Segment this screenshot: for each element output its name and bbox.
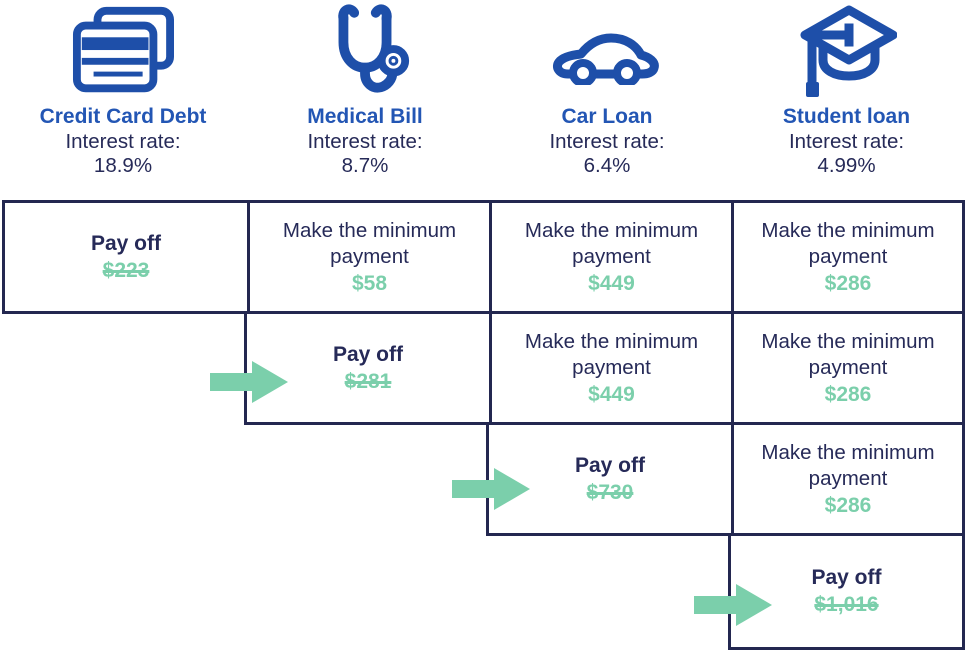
cell-action: Pay off <box>574 453 645 477</box>
cell-action: Make the minimum payment <box>524 218 699 268</box>
table-row-step-3: Pay off $730 Make the minimum payment $2… <box>486 422 965 536</box>
cell-action: Pay off <box>332 342 403 366</box>
interest-rate-value: 18.9% <box>93 154 153 177</box>
arrow-right-icon <box>452 468 530 510</box>
cell-payoff-medical-bill: Pay off $281 <box>247 314 489 422</box>
column-title: Medical Bill <box>307 105 423 128</box>
interest-rate-label: Interest rate: <box>788 130 905 153</box>
column-header-car-loan: Car Loan Interest rate: 6.4% <box>486 0 728 198</box>
cell-minimum-student-loan: Make the minimum payment $286 <box>731 425 962 533</box>
cell-action: Make the minimum payment <box>761 440 935 490</box>
cell-payoff-credit-card: Pay off $223 <box>5 203 247 311</box>
cell-amount: $730 <box>586 480 634 504</box>
cell-amount: $286 <box>824 271 872 295</box>
cell-minimum-student-loan: Make the minimum payment $286 <box>731 203 962 311</box>
table-row-step-4: Pay off $1,016 <box>728 533 965 650</box>
interest-rate-value: 6.4% <box>583 154 631 177</box>
table-row-step-2: Pay off $281 Make the minimum payment $4… <box>244 311 965 425</box>
cell-action: Pay off <box>811 566 882 589</box>
column-title: Credit Card Debt <box>39 105 207 128</box>
column-title: Student loan <box>782 105 911 128</box>
cell-amount: $281 <box>344 369 392 393</box>
cell-minimum-student-loan: Make the minimum payment $286 <box>731 314 962 422</box>
table-row-step-1: Pay off $223 Make the minimum payment $5… <box>2 200 965 314</box>
cell-action: Pay off <box>90 231 161 255</box>
credit-card-icon <box>72 0 174 104</box>
cell-payoff-car-loan: Pay off $730 <box>489 425 731 533</box>
column-title: Car Loan <box>561 105 653 128</box>
cell-minimum-car-loan: Make the minimum payment $449 <box>489 314 731 422</box>
cell-amount: $449 <box>588 271 635 295</box>
car-icon <box>552 0 662 104</box>
cell-amount: $223 <box>102 258 150 282</box>
interest-rate-label: Interest rate: <box>65 130 181 153</box>
arrow-right-icon <box>210 361 288 403</box>
cell-amount: $1,016 <box>814 593 879 616</box>
interest-rate-label: Interest rate: <box>549 130 665 153</box>
interest-rate-label: Interest rate: <box>307 130 423 153</box>
cell-action: Make the minimum payment <box>761 329 935 379</box>
interest-rate-value: 4.99% <box>817 154 876 177</box>
column-header-credit-card: Credit Card Debt Interest rate: 18.9% <box>2 0 244 198</box>
cell-amount: $286 <box>824 382 872 406</box>
graduation-cap-icon <box>797 0 897 104</box>
cell-amount: $286 <box>824 493 872 517</box>
interest-rate-value: 8.7% <box>341 154 389 177</box>
cell-minimum-medical-bill: Make the minimum payment $58 <box>247 203 489 311</box>
arrow-right-icon <box>694 584 772 626</box>
cell-amount: $449 <box>588 382 635 406</box>
cell-action: Make the minimum payment <box>761 218 935 268</box>
cell-minimum-car-loan: Make the minimum payment $449 <box>489 203 731 311</box>
cell-action: Make the minimum payment <box>524 329 699 379</box>
cell-payoff-student-loan: Pay off $1,016 <box>731 536 962 647</box>
stethoscope-icon <box>315 0 415 104</box>
cell-action: Make the minimum payment <box>282 218 457 268</box>
column-header-student-loan: Student loan Interest rate: 4.99% <box>728 0 965 198</box>
cell-amount: $58 <box>351 271 388 295</box>
column-header-medical-bill: Medical Bill Interest rate: 8.7% <box>244 0 486 198</box>
